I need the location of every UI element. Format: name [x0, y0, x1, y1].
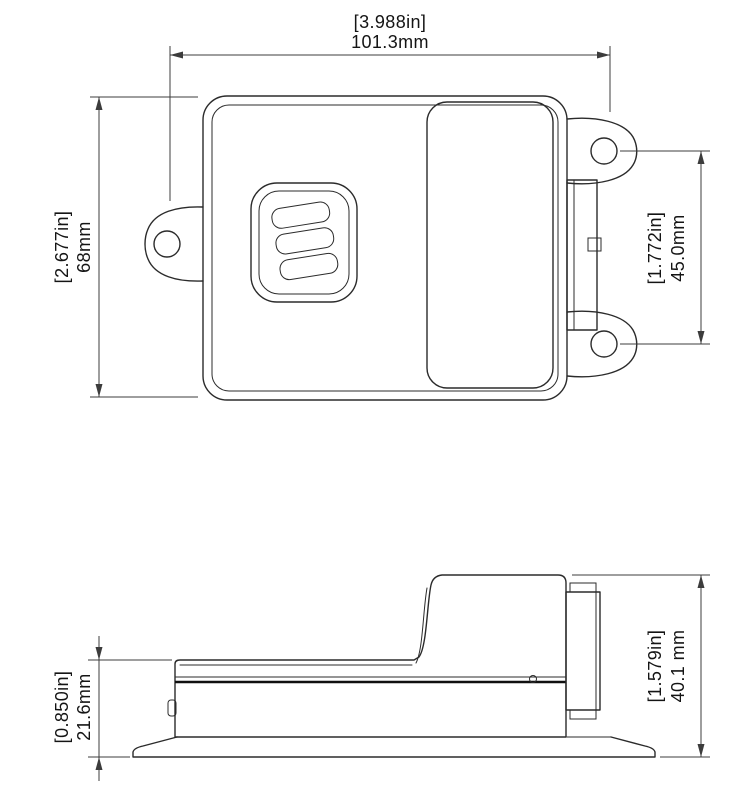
dim-base-inches: [0.850in] [52, 671, 72, 744]
left-mounting-hole [153, 230, 181, 258]
dim-total-inches: [1.579in] [645, 630, 665, 703]
dim-height-mm: 68mm [74, 221, 94, 273]
left-tab-detail [167, 699, 177, 717]
arrowhead-top [95, 647, 103, 660]
logo-bar-bottom [279, 252, 339, 281]
arrowhead-top [697, 575, 705, 588]
left-mounting-ear [144, 206, 204, 282]
enclosure-inner-outline [211, 104, 559, 392]
top-right-mounting-hole [590, 137, 618, 165]
dim-width-mm: 101.3mm [351, 32, 429, 52]
connector-top-view [566, 179, 598, 331]
arrowhead-right [597, 51, 610, 59]
logo-bar-middle [275, 227, 335, 255]
side-profile [174, 574, 567, 738]
arrowhead-bottom [95, 384, 103, 397]
arrowhead-bottom [697, 331, 705, 344]
dimension-overall-width: [3.988in] 101.3mm [169, 12, 611, 201]
connector-side-view [565, 591, 601, 711]
arrowhead-bottom [95, 757, 103, 770]
logo [250, 182, 358, 303]
dimension-overall-height: [2.677in] 68mm [52, 96, 198, 398]
dimension-hole-spacing: [1.772in] 45.0mm [620, 150, 710, 345]
side-view [132, 574, 656, 758]
top-view [144, 95, 638, 401]
dimension-base-height: [0.850in] 21.6mm [52, 636, 172, 781]
arrowhead-bottom [697, 744, 705, 757]
logo-outer-outline [250, 182, 358, 303]
pin-hole-detail [529, 675, 537, 683]
dimension-total-height: [1.579in] 40.1 mm [572, 574, 710, 758]
connector-key-notch [587, 237, 602, 252]
dim-hole-mm: 45.0mm [668, 214, 688, 281]
logo-inner-outline [258, 190, 350, 295]
connector-top-lip [569, 582, 597, 593]
dim-hole-inches: [1.772in] [645, 212, 665, 285]
base-flange [132, 736, 656, 758]
step-inner-edge [415, 587, 428, 664]
enclosure-outer-outline [202, 95, 568, 401]
connector-bottom-lip [569, 709, 597, 720]
arrowhead-top [95, 97, 103, 110]
arrowhead-top [697, 151, 705, 164]
arrowhead-left [170, 51, 183, 59]
dim-base-mm: 21.6mm [74, 673, 94, 740]
bottom-right-mounting-hole [590, 330, 618, 358]
dim-total-mm: 40.1 mm [668, 630, 688, 703]
logo-bar-top [271, 201, 331, 229]
dim-width-inches: [3.988in] [354, 12, 427, 32]
dim-height-inches: [2.677in] [52, 211, 72, 284]
raised-panel-outline [426, 101, 554, 389]
